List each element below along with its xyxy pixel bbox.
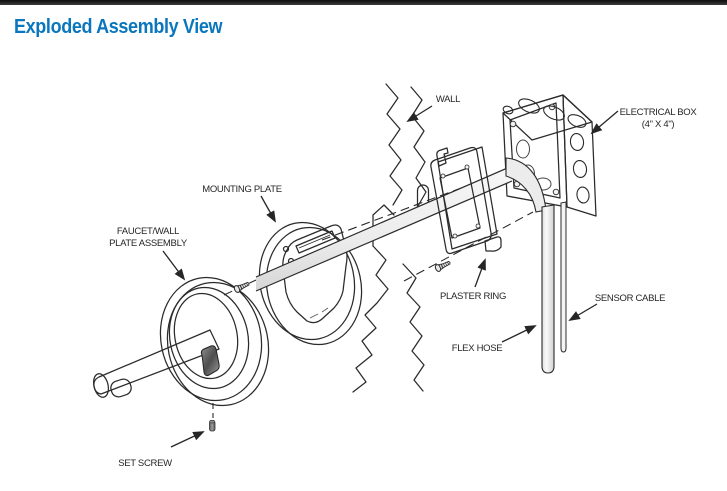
plaster-ring	[430, 146, 502, 255]
side-knockouts	[569, 132, 590, 204]
electrical-box-size-label: (4" X 4")	[642, 119, 675, 130]
set-screw	[209, 419, 216, 432]
faucet-label-line1: FAUCET/WALL	[117, 226, 179, 237]
sensor-cable-arrow	[568, 303, 598, 321]
flex-hose-label: FLEX HOSE	[452, 343, 503, 354]
sensor-cable-label: SENSOR CABLE	[595, 293, 665, 304]
faucet-arrow	[162, 250, 186, 281]
plate-slot	[295, 230, 336, 254]
mounting-plate-arrow	[260, 195, 276, 223]
sensor-cable	[560, 201, 567, 353]
spout-end	[92, 373, 110, 398]
wall-arrow	[406, 105, 433, 123]
faucet-wall-plate-assembly	[92, 276, 270, 407]
set-screw-arrow	[170, 431, 205, 448]
ring-bottom-tab	[484, 236, 502, 252]
spout-outlet	[110, 378, 132, 398]
ring-top-tab	[436, 147, 449, 167]
lower-axis-dashed-line	[403, 211, 534, 282]
faucet-label-line2: PLATE ASSEMBLY	[109, 238, 188, 249]
plate-cutout	[282, 224, 348, 324]
plaster-ring-arrow	[474, 258, 486, 288]
plaster-ring-label: PLASTER RING	[440, 291, 506, 302]
flex-hose	[255, 165, 513, 292]
set-screw-label: SET SCREW	[118, 458, 172, 469]
callouts: WALL ELECTRICAL BOX (4" X 4") MOUNTING P…	[109, 94, 698, 469]
corner-screw-holes	[509, 103, 560, 196]
electrical-box	[502, 94, 597, 217]
mounting-screw	[232, 279, 251, 294]
flex-hose-arrow	[501, 325, 537, 343]
ring-screw-holes	[440, 164, 481, 239]
flex-hose-drop	[505, 157, 555, 374]
spout	[93, 329, 220, 395]
top-knockouts	[502, 98, 587, 128]
sensor-window	[200, 345, 220, 377]
page-title: Exploded Assembly View	[14, 16, 223, 38]
electrical-box-arrow	[590, 110, 619, 135]
mounting-plate-label: MOUNTING PLATE	[202, 184, 282, 195]
wall-label: WALL	[436, 94, 460, 105]
top-rule	[0, 0, 727, 5]
electrical-box-label: ELECTRICAL BOX	[620, 107, 698, 118]
ring-screw	[433, 258, 452, 273]
